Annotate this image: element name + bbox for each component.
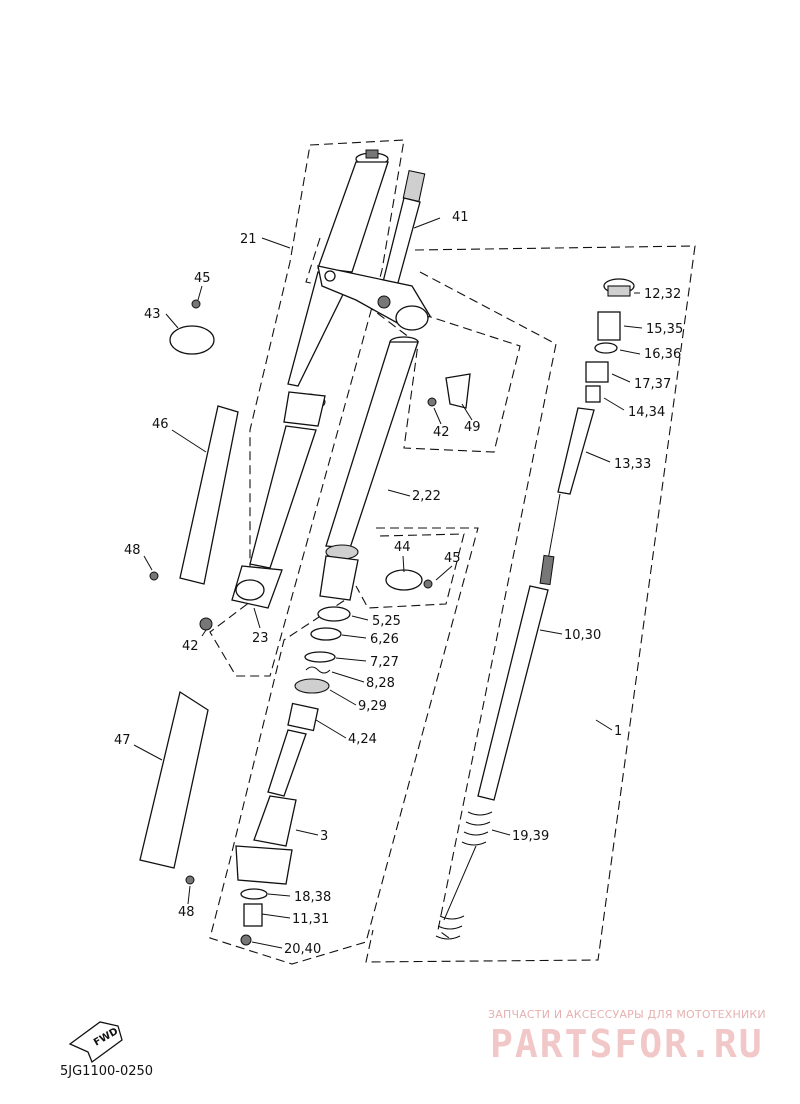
leader-lines xyxy=(133,217,643,949)
fwd-arrow-icon: FWD xyxy=(68,1021,123,1064)
diagram-code: 5JG1100-0250 xyxy=(60,1064,154,1079)
callout-18-38: 18,38 xyxy=(294,890,331,905)
watermark-tagline: ЗАПЧАСТИ И АКСЕССУАРЫ ДЛЯ МОТОТЕХНИКИ xyxy=(488,1008,766,1021)
callout-10-30: 10,30 xyxy=(564,628,601,643)
callout-21: 21 xyxy=(240,232,257,247)
callout-46: 46 xyxy=(152,417,169,432)
outer-tube-2 xyxy=(319,336,419,601)
group-outlines xyxy=(209,139,696,965)
callout-3: 3 xyxy=(320,829,328,844)
callout-20-40: 20,40 xyxy=(284,942,321,957)
callout-41: 41 xyxy=(452,210,469,225)
callout-42-lower: 42 xyxy=(182,639,199,654)
watermark-brand-logo: PARTSFOR.RU xyxy=(490,1022,764,1066)
callout-48-lower: 48 xyxy=(178,905,195,920)
callout-45-mid: 45 xyxy=(444,551,461,566)
callout-labels: 21 41 45 43 12,32 15,35 16,36 17,37 14,3… xyxy=(114,210,683,957)
callout-11-31: 11,31 xyxy=(292,912,329,927)
callout-4-24: 4,24 xyxy=(348,732,377,747)
callout-49: 49 xyxy=(464,420,481,435)
callout-7-27: 7,27 xyxy=(370,655,399,670)
callout-16-36: 16,36 xyxy=(644,347,681,362)
callout-17-37: 17,37 xyxy=(634,377,671,392)
callout-12-32: 12,32 xyxy=(644,287,681,302)
callout-1: 1 xyxy=(614,724,622,739)
callout-2-22: 2,22 xyxy=(412,489,441,504)
callout-48-upper: 48 xyxy=(124,543,141,558)
callout-47: 47 xyxy=(114,733,131,748)
callout-15-35: 15,35 xyxy=(646,322,683,337)
callout-6-26: 6,26 xyxy=(370,632,399,647)
callout-42-upper: 42 xyxy=(433,425,450,440)
callout-9-29: 9,29 xyxy=(358,699,387,714)
guards-and-brackets xyxy=(139,299,471,885)
damper-components-right xyxy=(435,278,635,940)
callout-13-33: 13,33 xyxy=(614,457,651,472)
fork-assembly-21 xyxy=(231,149,389,609)
callout-45-top: 45 xyxy=(194,271,211,286)
callout-44: 44 xyxy=(394,540,411,555)
callout-5-25: 5,25 xyxy=(372,614,401,629)
callout-19-39: 19,39 xyxy=(512,829,549,844)
callout-14-34: 14,34 xyxy=(628,405,665,420)
steering-stem-41 xyxy=(317,169,431,331)
callout-43: 43 xyxy=(144,307,161,322)
callout-23: 23 xyxy=(252,631,269,646)
callout-8-28: 8,28 xyxy=(366,676,395,691)
fork-components-left xyxy=(235,606,351,946)
